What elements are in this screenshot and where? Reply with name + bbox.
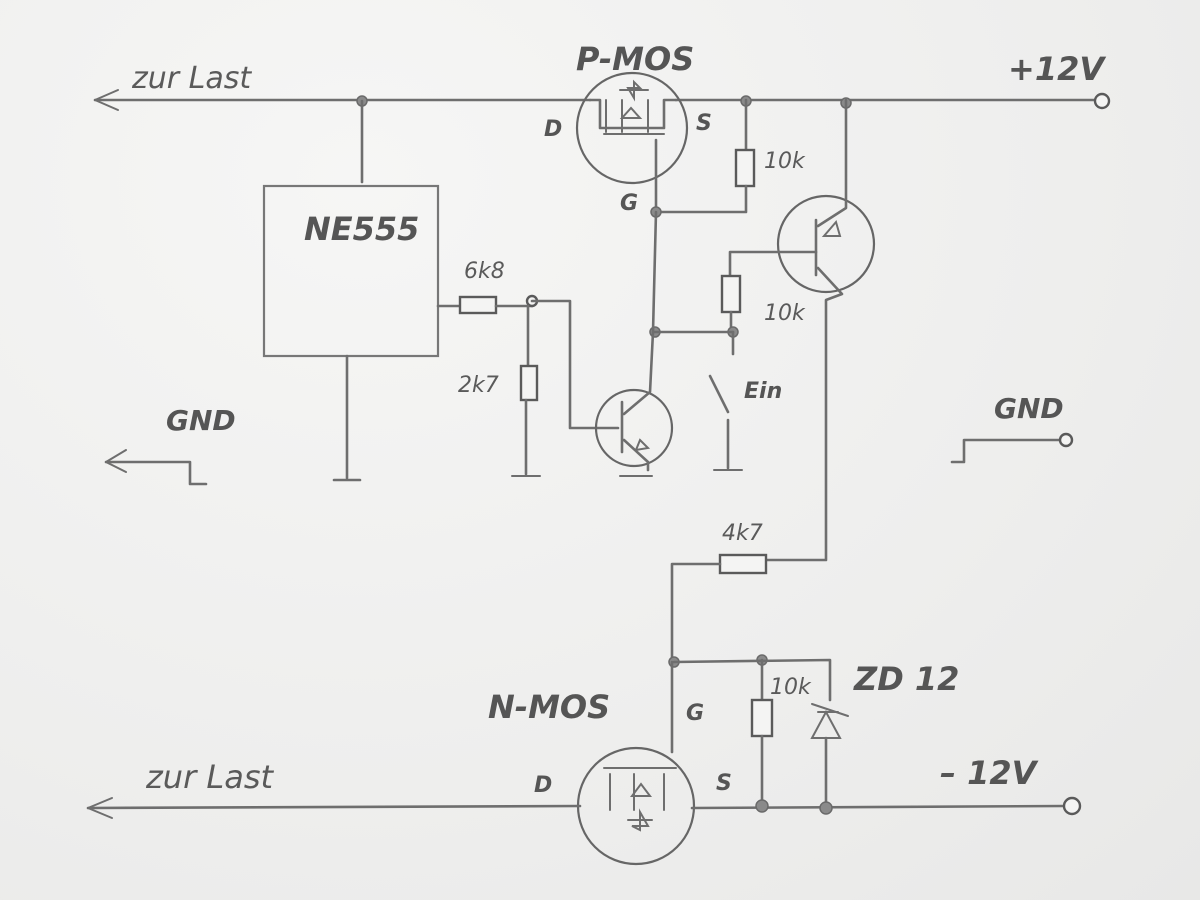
terminal-gnd-right bbox=[1058, 432, 1074, 448]
zener-diode bbox=[810, 703, 849, 808]
pnp-transistor bbox=[728, 98, 876, 562]
ne555-ic bbox=[262, 99, 440, 482]
label-minus12: – 12V bbox=[940, 754, 1039, 792]
label-nmos-drain: D bbox=[534, 773, 552, 798]
label-load-top: zur Last bbox=[131, 61, 252, 96]
label-r-10k-base: 10k bbox=[764, 301, 806, 326]
label-nmos-source: S bbox=[716, 771, 732, 796]
bottom-rail bbox=[86, 797, 1066, 819]
label-pmos: P-MOS bbox=[576, 40, 694, 78]
label-switch-ein: Ein bbox=[744, 379, 782, 404]
label-plus12: +12V bbox=[1008, 50, 1106, 88]
gnd-left-symbol bbox=[104, 449, 208, 486]
label-zener: ZD 12 bbox=[853, 660, 959, 698]
label-pmos-gate: G bbox=[620, 191, 638, 216]
label-r-2k7: 2k7 bbox=[458, 373, 499, 398]
junction-dot bbox=[819, 801, 833, 815]
resistor-2k7 bbox=[519, 364, 539, 402]
resistor-10k-bottom bbox=[750, 698, 774, 738]
label-pmos-source: S bbox=[696, 111, 712, 136]
switch-ein bbox=[708, 330, 743, 471]
terminal-minus12 bbox=[1062, 796, 1082, 816]
label-ne555: NE555 bbox=[304, 210, 419, 248]
label-load-bottom: zur Last bbox=[145, 758, 275, 796]
label-pmos-drain: D bbox=[544, 117, 562, 142]
junction-dot bbox=[755, 799, 769, 813]
label-nmos-gate: G bbox=[686, 701, 704, 726]
label-gnd-right: GND bbox=[994, 392, 1064, 425]
resistor-6k8 bbox=[458, 295, 498, 315]
label-nmos: N-MOS bbox=[488, 688, 610, 726]
label-r-10k-bottom: 10k bbox=[770, 675, 812, 700]
label-gnd-left: GND bbox=[166, 404, 236, 437]
label-r-10k-top: 10k bbox=[764, 149, 806, 174]
npn-transistor bbox=[530, 299, 674, 477]
resistor-10k-base bbox=[720, 274, 742, 314]
terminal-plus12 bbox=[1093, 92, 1111, 110]
gnd-right-symbol bbox=[950, 438, 1062, 464]
label-r-6k8: 6k8 bbox=[464, 259, 505, 284]
resistor-10k-top bbox=[734, 148, 756, 188]
label-r-4k7: 4k7 bbox=[722, 521, 763, 546]
pmos-transistor bbox=[575, 71, 689, 214]
resistor-4k7 bbox=[718, 553, 768, 575]
